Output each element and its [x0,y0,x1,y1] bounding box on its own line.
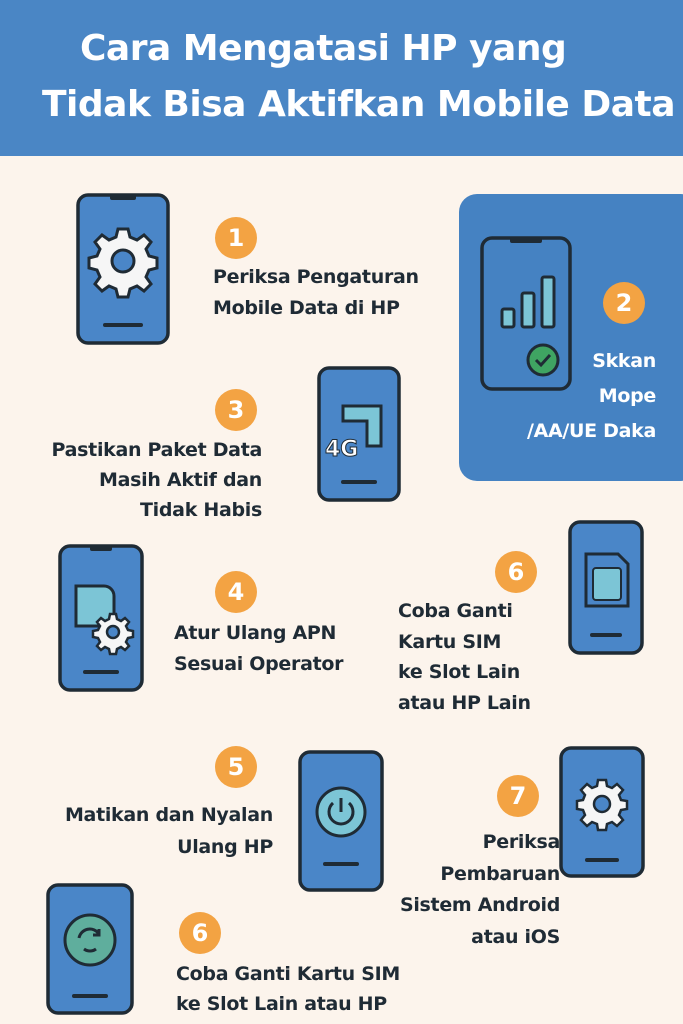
step-2-badge: 2 [603,282,645,324]
phone-4g-icon: 4G [317,366,401,502]
phone-apn-icon [58,544,144,692]
step-1-badge: 1 [215,217,257,259]
step-7-badge: 7 [497,775,539,817]
phone-gear-icon [76,193,170,345]
title-line-1: Cara Mengatasi HP yang [80,28,567,69]
step-5-badge: 5 [215,746,257,788]
step-6b-badge: 6 [179,912,221,954]
step-4-badge: 4 [215,571,257,613]
phone-signal-icon [480,236,572,391]
step-6-badge: 6 [495,551,537,593]
title-line-2: Tidak Bisa Aktifkan Mobile Data [42,84,676,125]
4g-label: 4G [325,437,358,462]
phone-sim-icon [568,520,644,655]
header-banner: Cara Mengatasi HP yang Tidak Bisa Aktifk… [0,0,683,156]
step-3-badge: 3 [215,389,257,431]
phone-update-gear-icon [559,746,645,878]
phone-refresh-icon [46,883,134,1015]
phone-power-icon [298,750,384,892]
